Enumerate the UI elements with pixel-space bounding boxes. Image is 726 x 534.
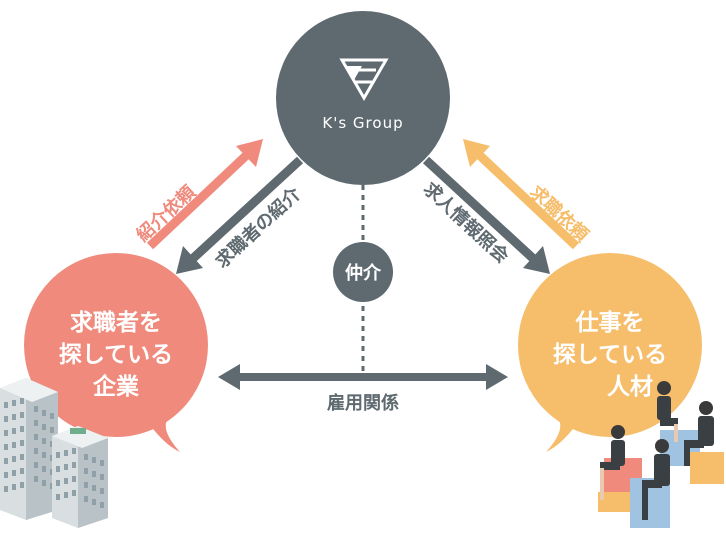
hub-circle: K's Group bbox=[276, 11, 450, 185]
jobseeker-bubble-line1: 仕事を bbox=[575, 309, 645, 336]
employment-arrow-label: 雇用関係 bbox=[327, 392, 399, 414]
office-buildings-icon bbox=[0, 378, 108, 528]
job-seekers-people-icon bbox=[598, 381, 724, 528]
mediator-label: 仲介 bbox=[345, 262, 382, 284]
mediator-circle: 仲介 bbox=[333, 242, 393, 302]
right-up-arrow bbox=[463, 139, 580, 250]
jobseeker-bubble-line2: 探している bbox=[553, 342, 667, 368]
right-down-arrow bbox=[422, 156, 550, 274]
left-up-arrow bbox=[146, 139, 263, 250]
employment-arrow bbox=[218, 364, 508, 390]
left-down-arrow bbox=[176, 156, 304, 274]
logo-text: K's Group bbox=[322, 114, 403, 132]
jobseeker-bubble: 仕事を 探している 人材 bbox=[518, 253, 702, 452]
ks-group-logo-icon bbox=[339, 58, 389, 101]
company-bubble-line2: 探している bbox=[59, 342, 173, 368]
company-bubble-line3: 企業 bbox=[92, 373, 140, 400]
jobseeker-bubble-line3: 人材 bbox=[607, 374, 653, 400]
company-bubble-line1: 求職者を bbox=[70, 309, 162, 336]
company-bubble: 求職者を 探している 企業 bbox=[24, 253, 208, 452]
